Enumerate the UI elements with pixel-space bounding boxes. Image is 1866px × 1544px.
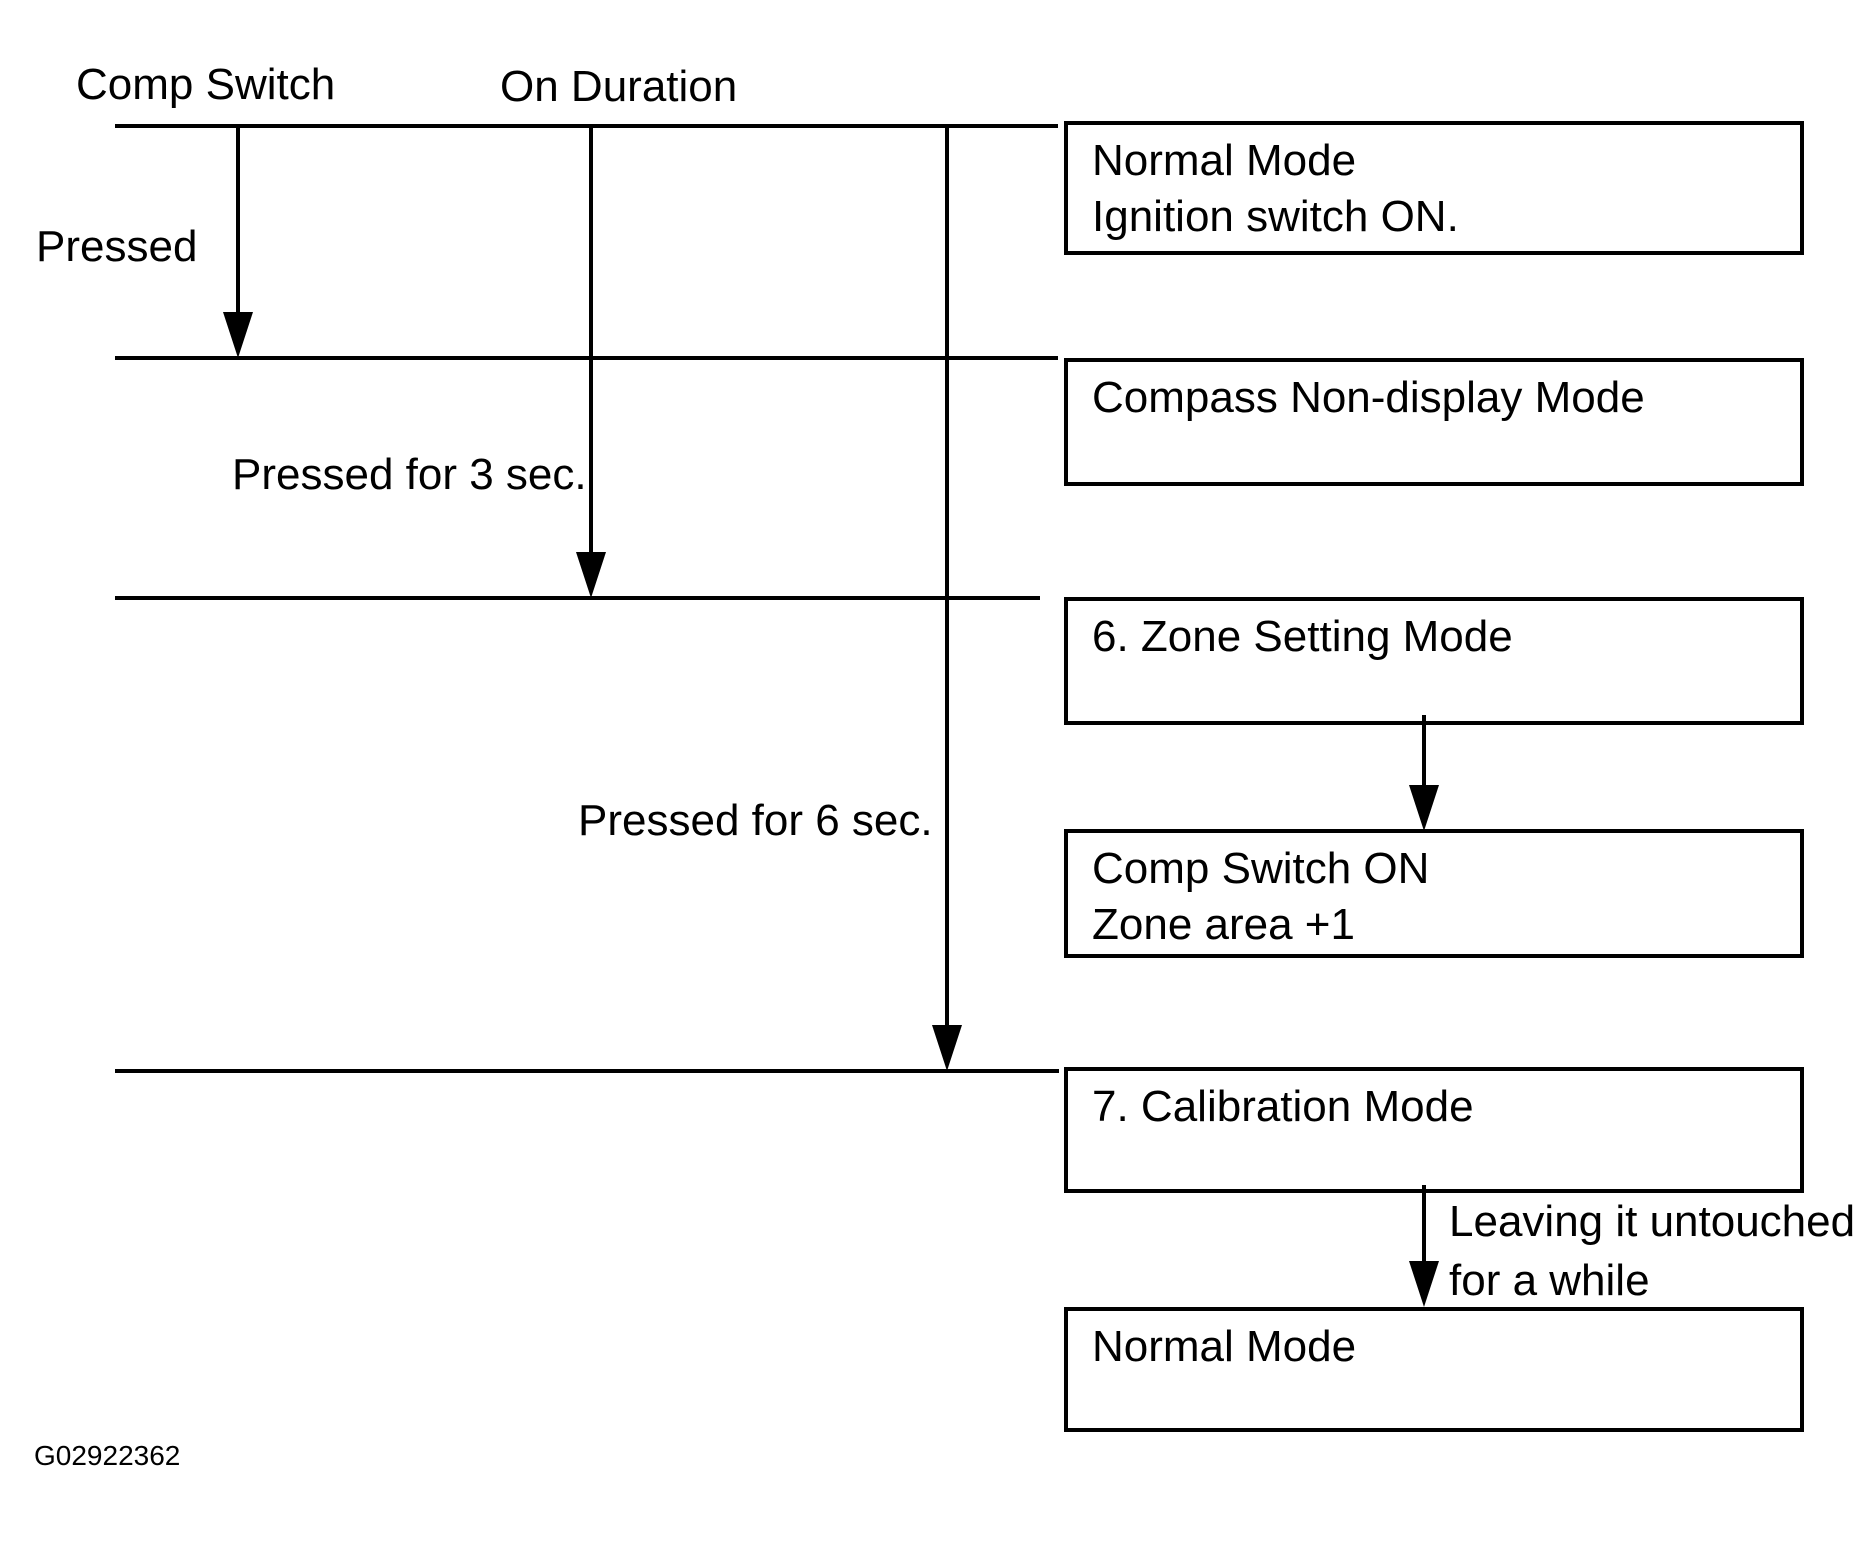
timeline-row-2-line [115, 356, 1058, 360]
mode-box-normal-mode-end: Normal Mode [1064, 1307, 1804, 1432]
timeline-row-4-line [115, 1069, 1059, 1073]
label-pressed-3sec: Pressed for 3 sec. [232, 450, 587, 499]
timeline-row-3-line [115, 596, 1040, 600]
figure-id: G02922362 [34, 1440, 181, 1471]
calibration-timeout-arrowhead-icon [1409, 1261, 1439, 1307]
label-leaving-untouched: Leaving it untouched for a while [1449, 1192, 1855, 1310]
mode-box-zone-setting: 6. Zone Setting Mode [1064, 597, 1804, 725]
pressed-3sec-arrow-shaft [589, 126, 593, 552]
timeline-row-1-line [115, 124, 1058, 128]
mode-box-text: 7. Calibration Mode [1092, 1082, 1474, 1131]
column-header-on-duration: On Duration [500, 62, 738, 111]
calibration-timeout-arrow-shaft [1422, 1185, 1426, 1261]
label-pressed: Pressed [36, 222, 198, 271]
zone-setting-arrow-shaft [1422, 715, 1426, 785]
label-pressed-6sec: Pressed for 6 sec. [578, 796, 933, 845]
mode-box-calibration: 7. Calibration Mode [1064, 1067, 1804, 1193]
mode-box-compass-non-display: Compass Non-display Mode [1064, 358, 1804, 486]
pressed-arrow-shaft [236, 126, 240, 312]
mode-box-text: Ignition switch ON. [1092, 192, 1459, 241]
zone-setting-arrowhead-icon [1409, 785, 1439, 831]
mode-box-text: Normal Mode [1092, 1322, 1357, 1371]
mode-box-normal-mode-start: Normal Mode Ignition switch ON. [1064, 121, 1804, 255]
mode-box-text: 6. Zone Setting Mode [1092, 612, 1513, 661]
mode-box-comp-switch-on: Comp Switch ON Zone area +1 [1064, 829, 1804, 958]
pressed-arrowhead-icon [223, 312, 253, 358]
mode-box-text: Compass Non-display Mode [1092, 373, 1645, 422]
pressed-6sec-arrow-shaft [945, 126, 949, 1025]
column-header-comp-switch: Comp Switch [76, 60, 336, 109]
mode-box-text: Zone area +1 [1092, 900, 1355, 949]
label-leaving-untouched-line2: for a while [1449, 1256, 1650, 1305]
mode-box-text: Comp Switch ON [1092, 844, 1430, 893]
mode-box-text: Normal Mode [1092, 136, 1357, 185]
pressed-3sec-arrowhead-icon [576, 552, 606, 598]
pressed-6sec-arrowhead-icon [932, 1025, 962, 1071]
label-leaving-untouched-line1: Leaving it untouched [1449, 1197, 1856, 1246]
